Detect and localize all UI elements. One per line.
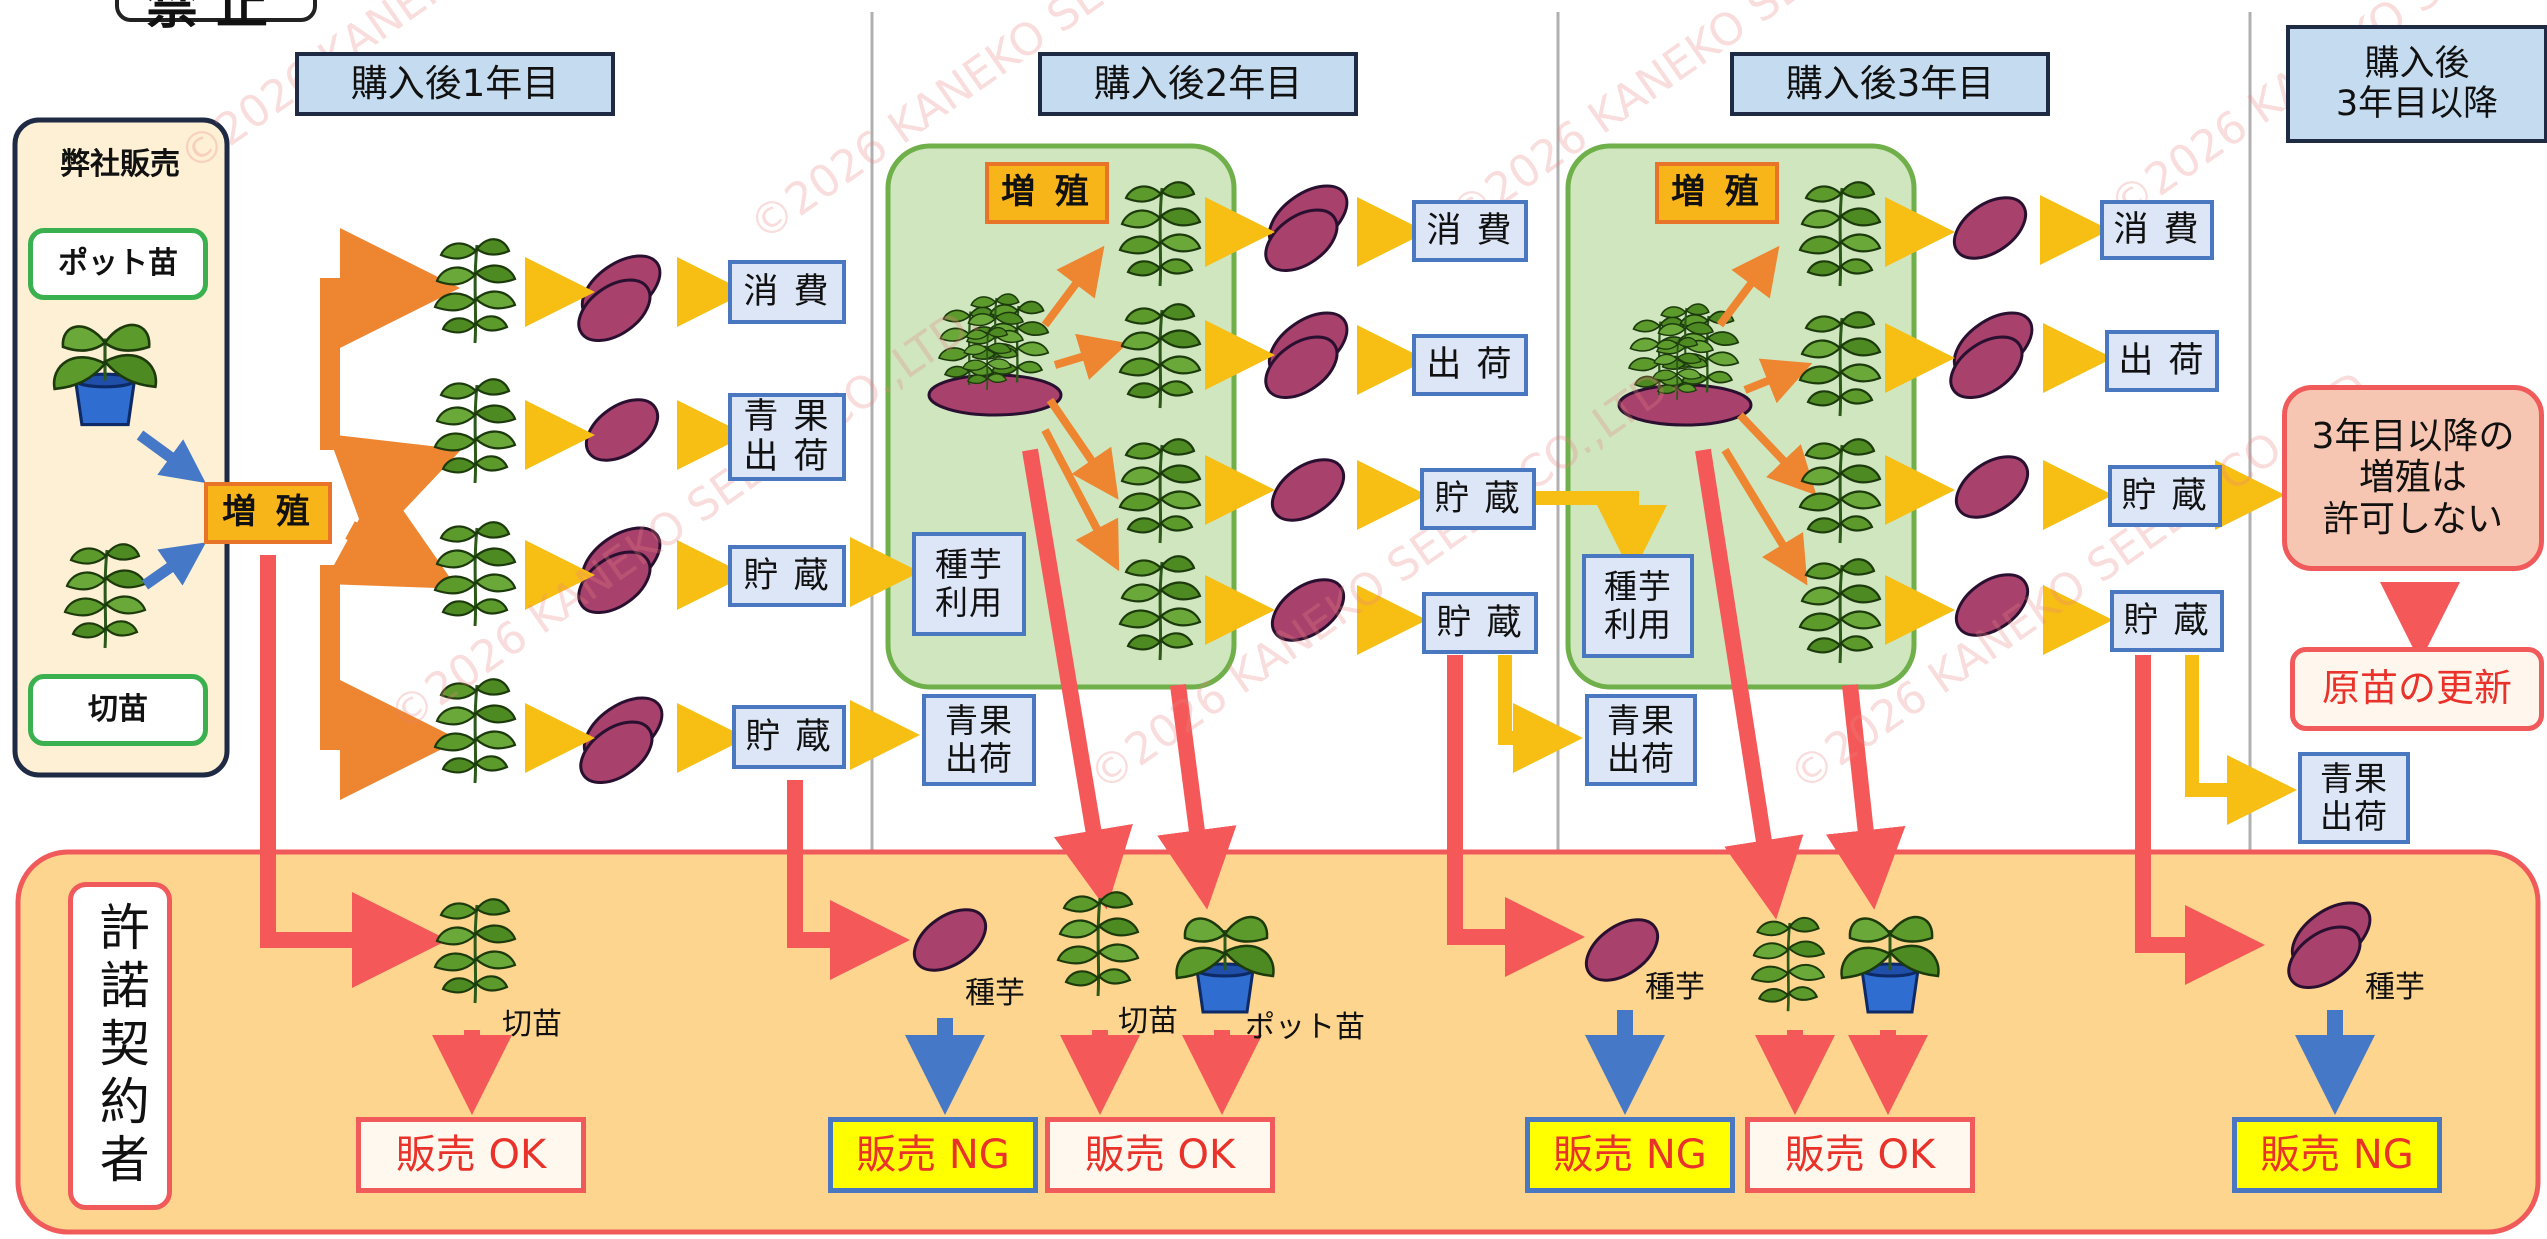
year2-propagation-arrows [1041,245,1128,572]
year2-yellow-arrows [1205,197,1667,773]
sale-ng-badge: 販売 NG [828,1117,1038,1193]
licensee-seed-potato-caption: 種芋 [965,975,1025,1011]
year3-potato-icons [1938,183,2045,650]
year1-green-ship: 青 果 出 荷 [728,393,846,481]
licensee-seed-potato-caption: 種芋 [2365,969,2425,1005]
propagation-label-year3: 増 殖 [1655,162,1779,224]
propagation-label-year2: 増 殖 [985,162,1109,224]
year3-store-a: 貯 蔵 [2108,465,2222,527]
year3-consume: 消 費 [2100,200,2214,260]
header-year1: 購入後1年目 [295,52,615,116]
year2-store-b: 貯 蔵 [1422,592,1538,654]
sale-ok-badge: 販売 OK [1745,1117,1975,1193]
year2-consume: 消 費 [1412,200,1528,262]
licensee-red-arrows [260,448,2265,1115]
year1-consume: 消 費 [728,260,846,324]
year3-propagation-arrows [1716,245,1817,586]
year3-green-ship: 青果 出荷 [2298,752,2410,844]
header-year3: 購入後3年目 [1730,52,2050,116]
licensee-blue-arrows [905,1010,2375,1115]
licensee-seed-potato-caption: 種芋 [1645,969,1705,1005]
sale-ng-badge: 販売 NG [2232,1117,2442,1193]
year1-store-b: 貯 蔵 [732,705,846,769]
licensee-cutting-caption: 切苗 [1118,1003,1178,1039]
year1-store-a: 貯 蔵 [728,545,846,607]
year2-seed-use: 種芋 利用 [1582,554,1694,658]
header-year2: 購入後2年目 [1038,52,1358,116]
year1-green-ship-b: 青果 出荷 [922,694,1036,786]
year3-store-b: 貯 蔵 [2110,590,2224,652]
page-title: 禁止 [115,0,317,36]
year3-yellow-arrows [1885,195,2297,825]
licensee-pot-seedling-caption: ポット苗 [1245,1009,1365,1045]
year1-yellow-arrows [525,257,920,773]
vendor-cutting-label: 切苗 [28,674,208,746]
year3-ship: 出 荷 [2105,330,2219,392]
year2-green-ship: 青果 出荷 [1585,694,1697,786]
year2-ship: 出 荷 [1412,334,1528,396]
licensee-cutting-caption: 切苗 [502,1006,562,1042]
header-year4: 購入後 3年目以降 [2286,25,2547,143]
vendor-title: 弊社販売 [60,146,180,182]
sale-ok-badge: 販売 OK [1045,1117,1275,1193]
prohibition-note: 3年目以降の 増殖は 許可しない [2282,385,2544,571]
renewal-label: 原苗の更新 [2290,647,2544,731]
vendor-arrows [136,430,207,590]
year2-store-a: 貯 蔵 [1420,468,1536,530]
year1-seed-use: 種芋 利用 [912,532,1026,636]
sale-ng-badge: 販売 NG [1525,1117,1735,1193]
propagation-label-year1: 増 殖 [204,482,332,544]
sale-ok-badge: 販売 OK [356,1117,586,1193]
vendor-pot-seedling-label: ポット苗 [28,228,208,300]
year1-propagation-arrows [320,228,462,800]
licensee-label: 許諾契約者 [68,882,172,1210]
